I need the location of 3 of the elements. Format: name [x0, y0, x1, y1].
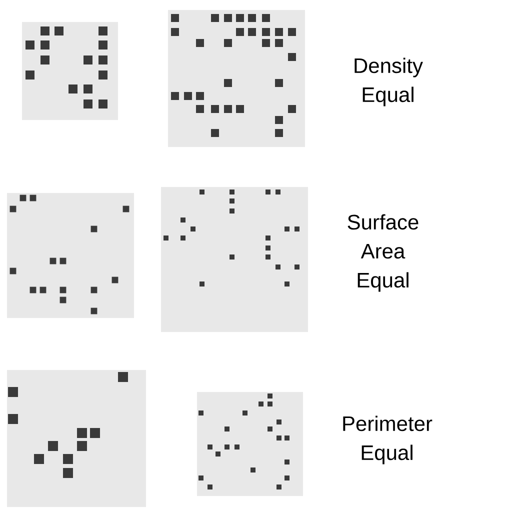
label-text: Surface Area Equal — [348, 214, 418, 292]
label-text: Density Equal — [354, 58, 423, 106]
label-text: Perimeter Equal — [343, 416, 432, 464]
